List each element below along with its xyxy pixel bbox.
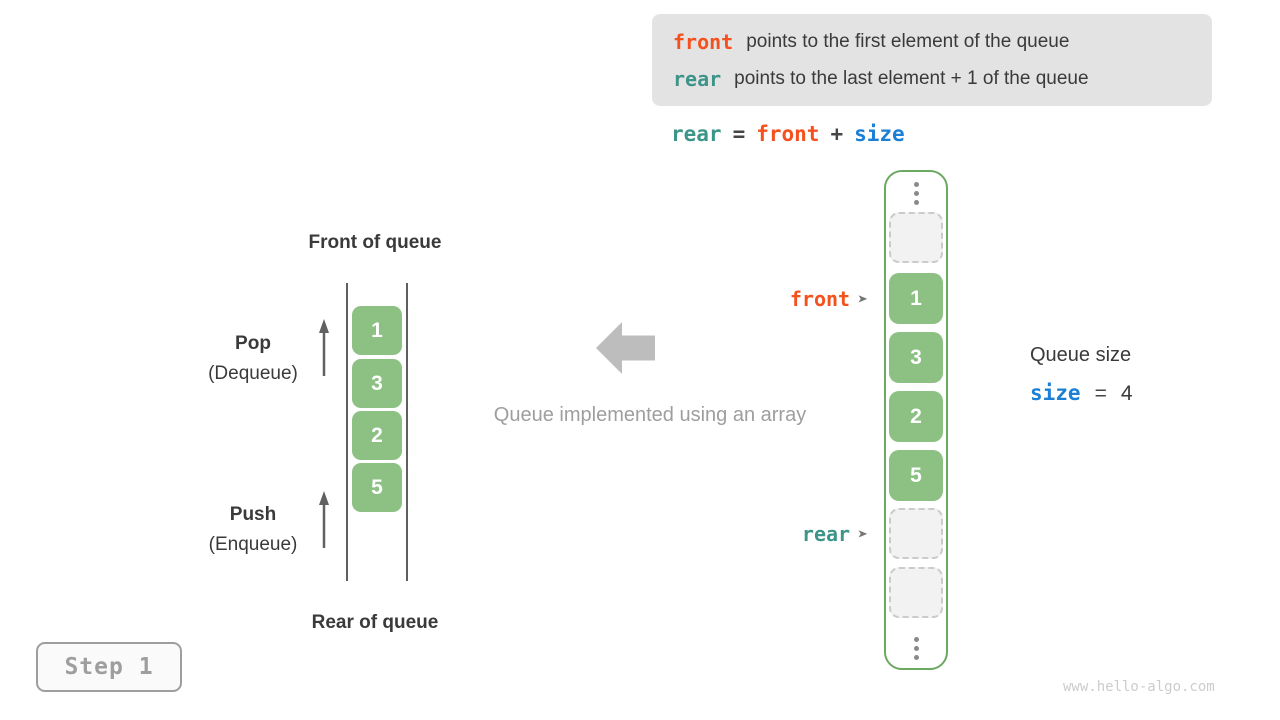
push-label: Push (Enqueue) [183,504,323,556]
explanation-line-front: front points to the first element of the… [673,25,1191,58]
diagram-caption: Queue implemented using an array [493,404,807,426]
queue-element: 1 [352,306,402,355]
rear-keyword: rear [673,66,722,91]
rear-pointer: rear ➤ [700,520,868,548]
rear-pointer-arrow-icon: ➤ [857,526,868,541]
front-pointer-arrow-icon: ➤ [857,291,868,306]
formula-equals: = [732,122,746,146]
queue-channel-right-line [406,283,408,581]
size-variable: size [1030,381,1081,405]
front-keyword: front [673,29,734,54]
step-badge: Step 1 [36,642,182,692]
rear-of-queue-label: Rear of queue [311,612,439,633]
front-pointer-label: front [789,287,851,311]
formula-size: size [854,122,905,146]
ellipsis-top-icon [913,182,919,205]
array-cell: 1 [889,273,943,324]
watermark: www.hello-algo.com [1063,679,1215,695]
size-value: 4 [1120,382,1133,405]
explanation-box: front points to the first element of the… [652,14,1212,106]
explanation-line-rear: rear points to the last element + 1 of t… [673,62,1191,95]
array-cell-empty [889,508,943,559]
front-explanation-text: points to the first element of the queue [746,30,1070,52]
formula-plus: + [830,122,844,146]
queue-size-label: Queue size [1030,344,1132,366]
size-equals: = [1094,382,1107,405]
queue-size-formula: size = 4 [1030,381,1133,406]
pop-direction-arrow-icon [319,319,329,376]
front-of-queue-label: Front of queue [308,232,442,253]
pop-label: Pop (Dequeue) [183,333,323,385]
push-title: Push [229,504,277,525]
array-cell: 5 [889,450,943,501]
queue-element: 5 [352,463,402,512]
push-subtitle: (Enqueue) [208,534,298,555]
queue-element: 2 [352,411,402,460]
array-cell-empty [889,567,943,618]
push-direction-arrow-icon [319,491,329,548]
rear-front-size-formula: rear = front + size [671,122,905,146]
queue-element: 3 [352,359,402,408]
formula-rear: rear [671,122,722,146]
array-cell-empty [889,212,943,263]
queue-channel-left-line [346,283,348,581]
rear-pointer-label: rear [801,522,851,546]
ellipsis-bottom-icon [913,637,919,660]
formula-front: front [756,122,820,146]
rear-explanation-text: points to the last element + 1 of the qu… [734,67,1089,89]
array-cell: 3 [889,332,943,383]
left-block-arrow-icon [596,322,655,374]
front-pointer: front ➤ [700,285,868,313]
pop-title: Pop [235,333,271,354]
pop-subtitle: (Dequeue) [208,363,298,384]
array-cell: 2 [889,391,943,442]
